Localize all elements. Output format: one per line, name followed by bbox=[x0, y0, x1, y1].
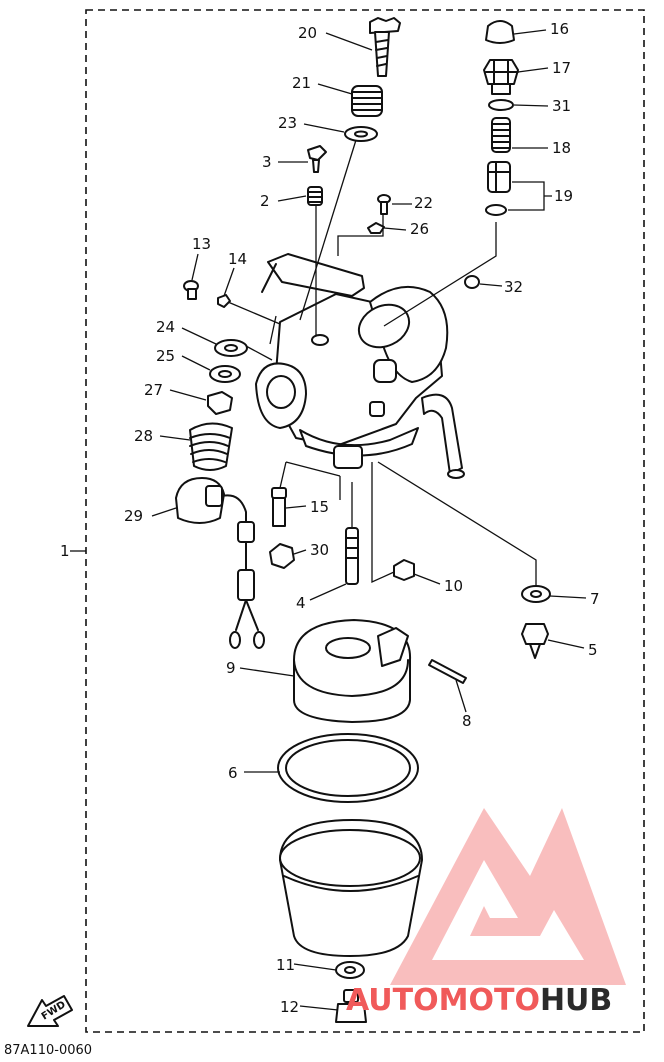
callout-27: 27 bbox=[144, 381, 163, 399]
nut-part-17 bbox=[483, 59, 519, 95]
callout-28: 28 bbox=[134, 427, 153, 445]
callout-numbers: 20 21 23 3 2 22 26 16 17 31 18 19 32 13 … bbox=[124, 20, 600, 1016]
pilot-screw-part bbox=[307, 145, 327, 173]
float-part-9 bbox=[293, 619, 412, 723]
gasket-part-6 bbox=[277, 733, 419, 803]
callout-8: 8 bbox=[462, 712, 472, 730]
spring-part-21 bbox=[351, 85, 383, 117]
washer-part-25 bbox=[209, 365, 241, 383]
frame-label: 1 bbox=[60, 542, 70, 560]
screw-part-22 bbox=[377, 194, 391, 215]
callout-19: 19 bbox=[554, 187, 573, 205]
drain-screw-part-12 bbox=[335, 989, 367, 1023]
needle-valve-part-5 bbox=[521, 623, 549, 659]
callout-30: 30 bbox=[310, 541, 329, 559]
watermark-logo-inner bbox=[432, 860, 584, 960]
washer-part-11 bbox=[335, 961, 365, 979]
callout-leaders bbox=[151, 29, 587, 1011]
o-ring-part-19 bbox=[485, 204, 507, 216]
main-jet-part-30 bbox=[269, 543, 295, 569]
plunger-part-19 bbox=[487, 161, 511, 193]
callout-23: 23 bbox=[278, 114, 297, 132]
pilot-spring-part bbox=[307, 186, 323, 206]
callout-5: 5 bbox=[588, 641, 598, 659]
callout-22: 22 bbox=[414, 194, 433, 212]
callout-29: 29 bbox=[124, 507, 143, 525]
nut-part-27 bbox=[207, 391, 233, 415]
starter-unit-part-29 bbox=[175, 477, 265, 649]
assembly-guide-lines bbox=[227, 139, 537, 586]
svg-text:AUTOMOTOHUB: AUTOMOTOHUB bbox=[346, 983, 612, 1018]
float-pin-part-8 bbox=[428, 659, 467, 684]
callout-2: 2 bbox=[260, 192, 270, 210]
throttle-stop-screw-part bbox=[369, 17, 401, 77]
watermark-text-a: A bbox=[346, 983, 370, 1018]
nut-part-10 bbox=[393, 559, 415, 581]
watermark-text-end: HUB bbox=[540, 983, 612, 1018]
callout-20: 20 bbox=[298, 24, 317, 42]
callout-14: 14 bbox=[228, 250, 247, 268]
callout-11: 11 bbox=[276, 956, 295, 974]
callout-31: 31 bbox=[552, 97, 571, 115]
callout-15: 15 bbox=[310, 498, 329, 516]
o-ring-part-31 bbox=[488, 99, 514, 111]
assembly-frame bbox=[85, 9, 645, 1033]
clip-part-14 bbox=[217, 294, 231, 308]
carburetor-body-part bbox=[255, 253, 465, 479]
callout-18: 18 bbox=[552, 139, 571, 157]
needle-jet-part-4 bbox=[345, 527, 359, 585]
drawing-code: 87A110-0060 bbox=[4, 1043, 92, 1058]
washer-part-7 bbox=[521, 585, 551, 603]
callout-26: 26 bbox=[410, 220, 429, 238]
callout-12: 12 bbox=[280, 998, 299, 1016]
cap-part-16 bbox=[485, 20, 515, 44]
jet-part-15 bbox=[271, 487, 287, 527]
callout-17: 17 bbox=[552, 59, 571, 77]
watermark-text-main: UTOMOTO bbox=[368, 983, 540, 1018]
callout-21: 21 bbox=[292, 74, 311, 92]
clip-part-26 bbox=[367, 222, 385, 234]
callout-32: 32 bbox=[504, 278, 523, 296]
callout-7: 7 bbox=[590, 590, 600, 608]
screw-part-13 bbox=[183, 280, 199, 300]
callout-3: 3 bbox=[262, 153, 272, 171]
callout-25: 25 bbox=[156, 347, 175, 365]
callout-4: 4 bbox=[296, 594, 306, 612]
callout-9: 9 bbox=[226, 659, 236, 677]
callout-13: 13 bbox=[192, 235, 211, 253]
callout-16: 16 bbox=[550, 20, 569, 38]
callout-10: 10 bbox=[444, 577, 463, 595]
callout-6: 6 bbox=[228, 764, 238, 782]
washer-part-24 bbox=[214, 339, 248, 357]
float-bowl-part bbox=[279, 819, 423, 957]
fwd-direction-arrow: FWD bbox=[27, 995, 73, 1027]
spring-part-28 bbox=[189, 422, 233, 471]
callout-24: 24 bbox=[156, 318, 175, 336]
spring-part-18 bbox=[491, 117, 511, 153]
plug-part-32 bbox=[464, 275, 480, 289]
automotohub-watermark: AUTOMOTOHUB bbox=[346, 808, 626, 1018]
